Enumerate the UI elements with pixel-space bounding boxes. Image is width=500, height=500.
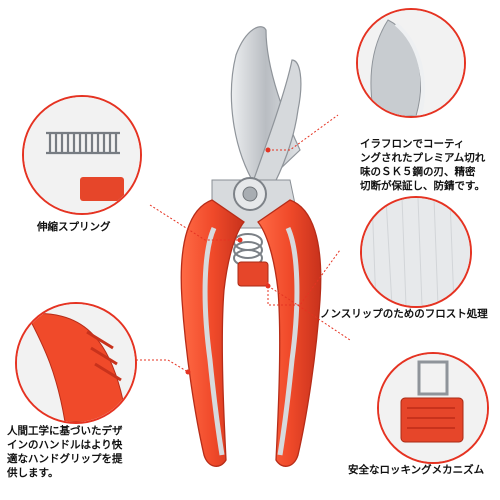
leader-dots — [185, 147, 271, 375]
lock-detail-circle — [377, 352, 489, 464]
spring-annotation: 伸縮スプリング — [37, 221, 111, 233]
left-handle — [180, 199, 245, 467]
frost-detail-circle — [360, 196, 472, 308]
lower-blade — [249, 59, 302, 193]
frost-annotation: ノンスリップのためのフロスト処理 — [320, 308, 488, 320]
blade-detail-circle — [356, 8, 466, 118]
right-handle — [257, 199, 322, 467]
grip-detail-circle — [15, 302, 137, 424]
grip-annotation: 人間工学に基づいたデザ インのハンドルはより快 適なハンドグリップを提 供します… — [7, 425, 123, 479]
coating-annotation: イラフロンでコーティ ングされたプレミアム切れ 味のＳＫ５鋼の刃、精密 切断が保… — [360, 138, 486, 192]
lock-annotation: 安全なロッキングメカニズム — [348, 464, 485, 476]
lock-slider — [237, 261, 269, 287]
spring-detail-circle — [22, 95, 142, 215]
